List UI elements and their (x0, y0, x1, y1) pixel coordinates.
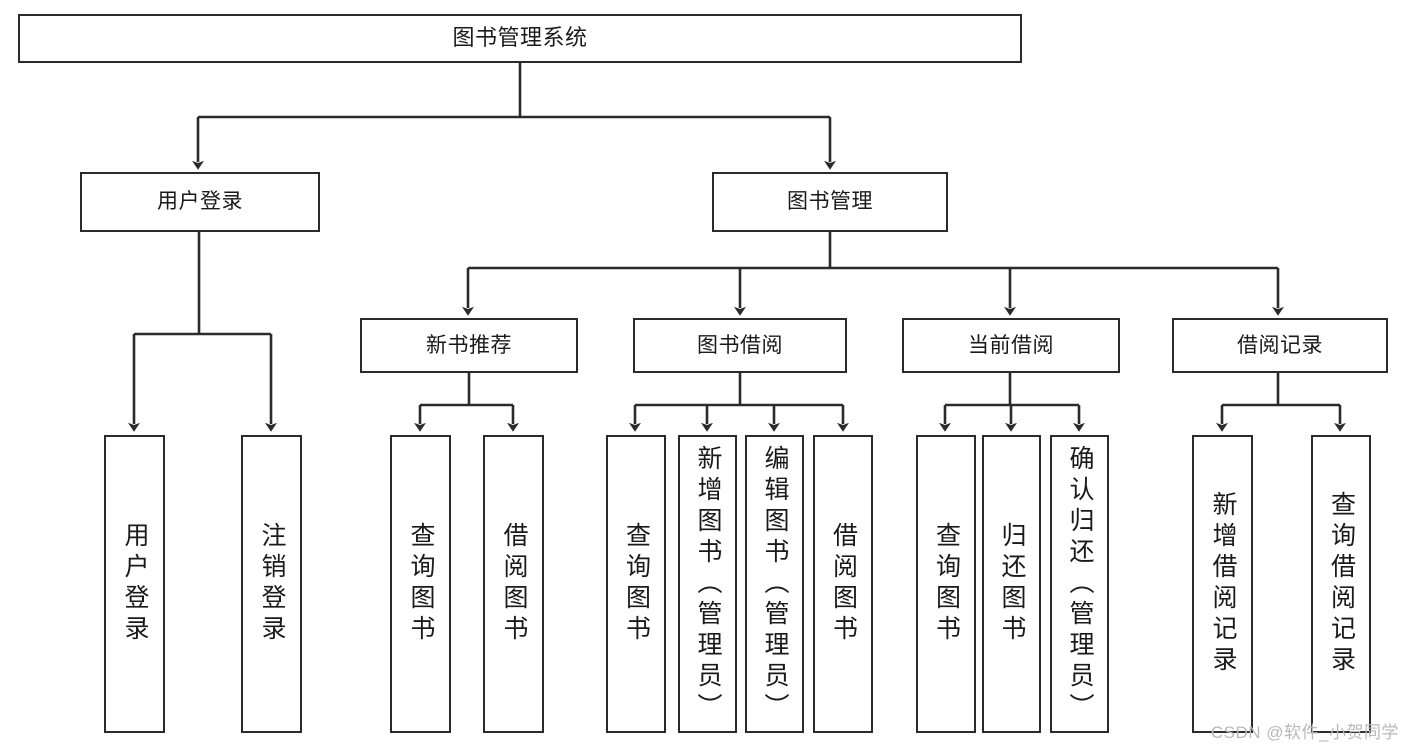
node-label: 确认归还（管理员） (1066, 444, 1094, 724)
leaf-query-book-current[interactable]: 查询图书 (916, 435, 976, 733)
leaf-borrow-book[interactable]: 借阅图书 (813, 435, 873, 733)
node-label: 借阅记录 (1237, 333, 1323, 357)
node-label: 编辑图书（管理员） (761, 444, 789, 724)
node-label: 图书管理系统 (452, 25, 588, 51)
csdn-watermark: CSDN @软件_小贺同学 (1210, 723, 1399, 742)
node-label: 用户登录 (121, 522, 149, 646)
node-book-management[interactable]: 图书管理 (712, 172, 948, 232)
node-new-book-recommend[interactable]: 新书推荐 (360, 318, 578, 373)
leaf-query-book-borrow[interactable]: 查询图书 (606, 435, 666, 733)
node-borrow-records[interactable]: 借阅记录 (1172, 318, 1388, 373)
node-label: 用户登录 (157, 190, 243, 214)
node-label: 注销登录 (258, 522, 286, 646)
leaf-query-book-recommend[interactable]: 查询图书 (390, 435, 451, 733)
node-label: 借阅图书 (500, 522, 528, 646)
node-label: 新书推荐 (426, 333, 512, 357)
node-label: 图书借阅 (697, 333, 783, 357)
node-label: 图书管理 (787, 190, 873, 214)
leaf-query-borrow-record[interactable]: 查询借阅记录 (1311, 435, 1371, 733)
node-label: 新增图书（管理员） (694, 444, 722, 724)
leaf-borrow-book-recommend[interactable]: 借阅图书 (483, 435, 544, 733)
node-label: 查询图书 (622, 522, 651, 646)
node-user-login[interactable]: 用户登录 (80, 172, 320, 232)
leaf-logout[interactable]: 注销登录 (241, 435, 302, 733)
leaf-user-login[interactable]: 用户登录 (104, 435, 165, 733)
leaf-return-book[interactable]: 归还图书 (982, 435, 1041, 733)
node-label: 查询图书 (407, 522, 435, 646)
leaf-edit-book-admin[interactable]: 编辑图书（管理员） (745, 435, 804, 733)
node-label: 借阅图书 (829, 522, 858, 646)
node-label: 归还图书 (998, 522, 1026, 646)
node-current-borrow[interactable]: 当前借阅 (902, 318, 1120, 373)
node-root-system[interactable]: 图书管理系统 (18, 14, 1022, 63)
node-label: 查询图书 (932, 522, 961, 646)
node-label: 新增借阅记录 (1209, 491, 1237, 677)
leaf-add-borrow-record[interactable]: 新增借阅记录 (1192, 435, 1253, 733)
node-label: 查询借阅记录 (1327, 491, 1356, 677)
leaf-add-book-admin[interactable]: 新增图书（管理员） (678, 435, 737, 733)
node-book-borrow[interactable]: 图书借阅 (633, 318, 847, 373)
leaf-confirm-return-admin[interactable]: 确认归还（管理员） (1050, 435, 1109, 733)
node-label: 当前借阅 (968, 333, 1054, 357)
